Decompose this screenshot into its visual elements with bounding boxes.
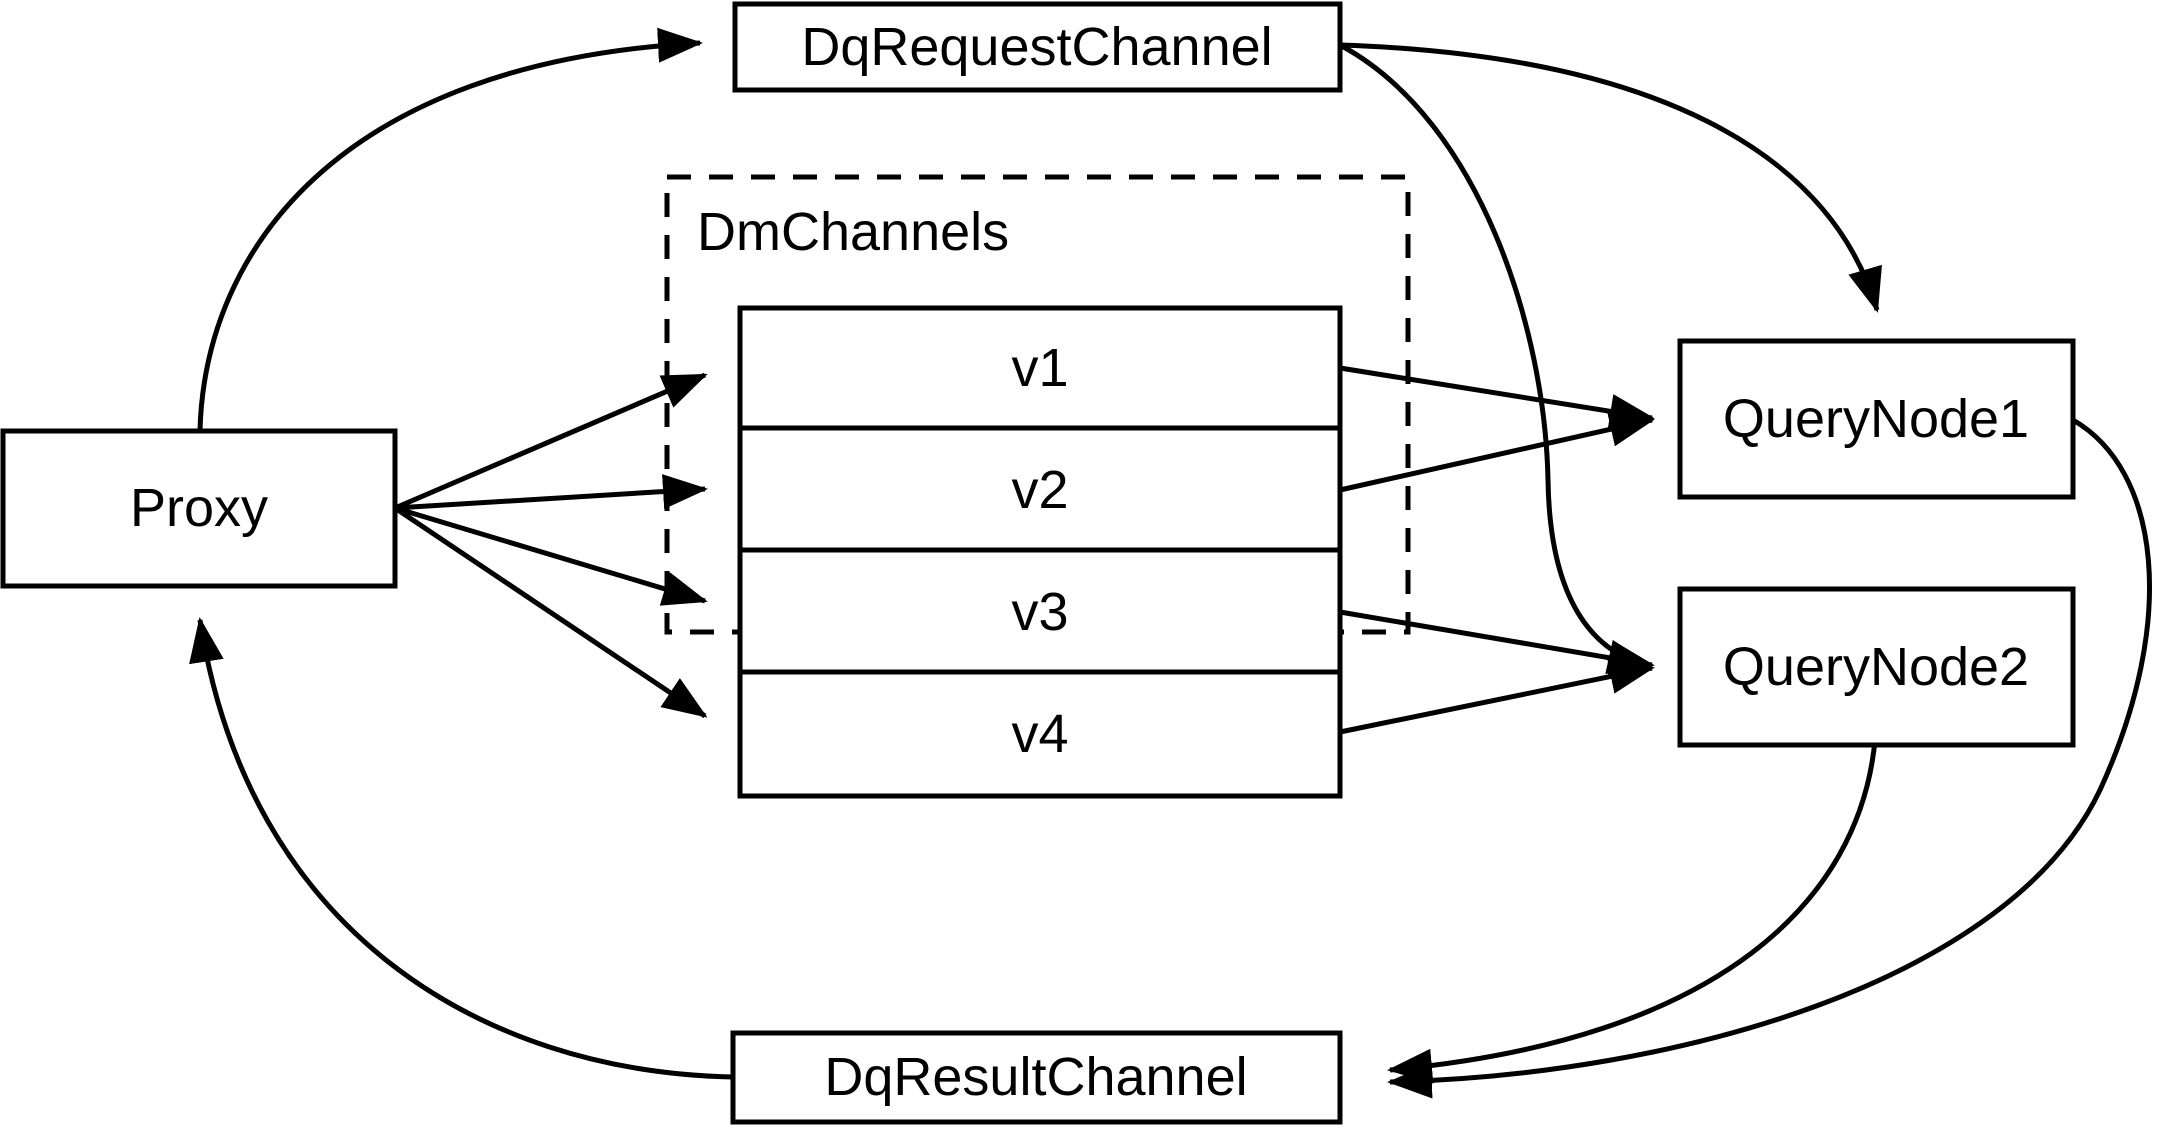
edge-dqresultchannel-to-proxy	[189, 617, 734, 1080]
node-query-node-1-label: QueryNode1	[1723, 389, 2029, 449]
edge-dqrequestchannel-to-querynode2	[1338, 42, 1653, 675]
node-proxy-label: Proxy	[130, 478, 268, 538]
edge-dqrequestchannel-to-querynode1	[1339, 42, 1882, 313]
edge-proxy-to-dqrequestchannel	[197, 27, 703, 431]
node-proxy[interactable]	[0, 428, 398, 589]
dm-channel-row-v2[interactable]: v2	[1011, 460, 1068, 520]
dm-channel-row-v3[interactable]: v3	[1011, 582, 1068, 642]
edge-v2-to-querynode1	[1339, 412, 1655, 493]
edge-querynode1-to-dqresultchannel	[1387, 417, 2153, 1099]
node-dq-result-channel[interactable]	[730, 1030, 1343, 1125]
edge-v1-to-querynode1	[1339, 365, 1655, 429]
node-dq-request-channel-label: DqRequestChannel	[801, 17, 1272, 77]
edge-querynode2-to-dqresultchannel	[1387, 739, 1878, 1084]
edge-proxy-to-v2	[394, 474, 708, 511]
node-dq-result-channel-label: DqResultChannel	[824, 1047, 1247, 1107]
edge-proxy-to-v3	[394, 505, 708, 606]
edge-proxy-to-v1	[394, 372, 708, 511]
node-query-node-2-label: QueryNode2	[1723, 637, 2029, 697]
node-dq-request-channel[interactable]	[732, 1, 1343, 93]
dm-channel-row-v4[interactable]: v4	[1011, 704, 1068, 764]
edge-v4-to-querynode2	[1339, 659, 1655, 735]
dm-channels-group-label: DmChannels	[697, 202, 1009, 262]
node-query-node-2[interactable]	[1677, 586, 2076, 748]
edge-proxy-to-v4	[393, 505, 708, 719]
edge-v3-to-querynode2	[1339, 609, 1655, 676]
dm-channel-row-v1[interactable]: v1	[1011, 338, 1068, 398]
node-query-node-1[interactable]	[1677, 338, 2076, 500]
